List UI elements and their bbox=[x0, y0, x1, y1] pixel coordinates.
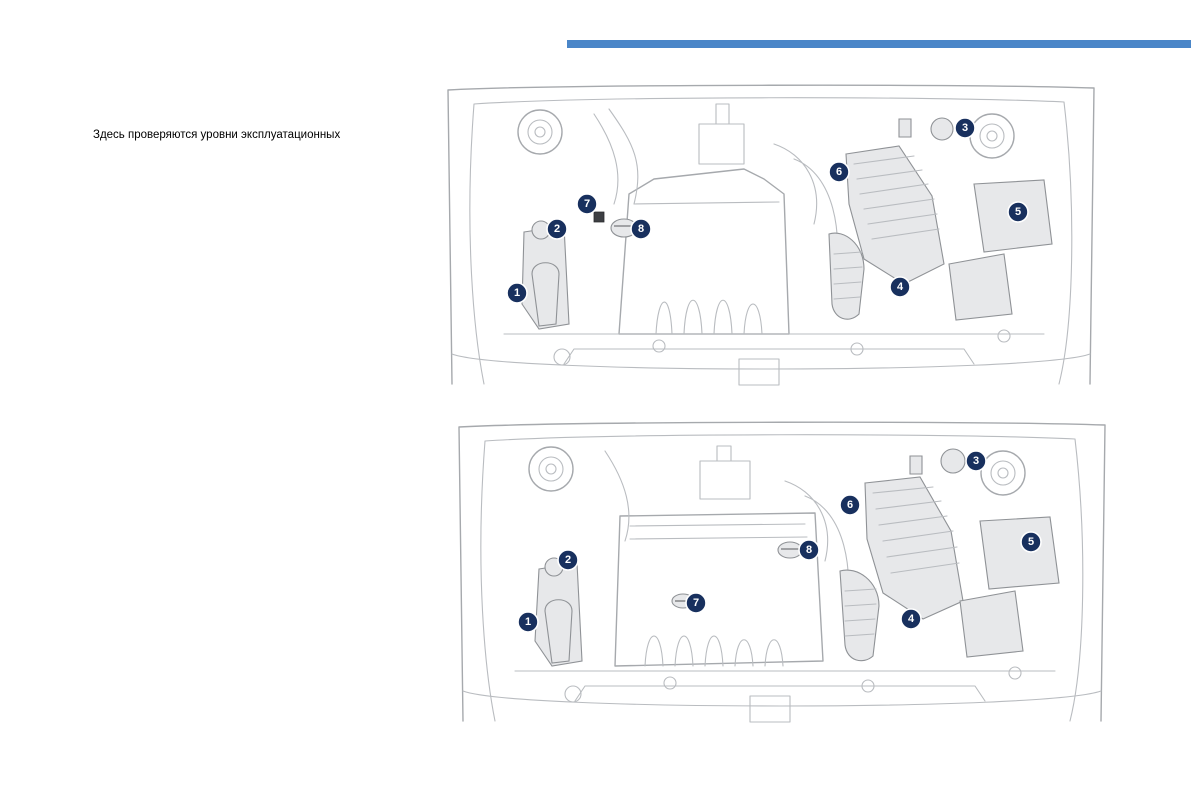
svg-text:7: 7 bbox=[693, 597, 699, 609]
callout-5: 5 bbox=[1007, 201, 1029, 223]
svg-text:3: 3 bbox=[973, 455, 979, 467]
callout-6: 6 bbox=[828, 161, 850, 183]
svg-text:3: 3 bbox=[962, 122, 968, 134]
engine-bay-illustration: 1 2 3 4 5 6 7 8 bbox=[447, 84, 1095, 386]
svg-text:4: 4 bbox=[897, 281, 904, 293]
svg-text:2: 2 bbox=[565, 554, 571, 566]
callout-2: 2 bbox=[546, 218, 568, 240]
svg-text:6: 6 bbox=[836, 166, 842, 178]
svg-text:7: 7 bbox=[584, 198, 590, 210]
svg-text:6: 6 bbox=[847, 499, 853, 511]
svg-text:4: 4 bbox=[908, 613, 915, 625]
callout-4: 4 bbox=[889, 276, 911, 298]
callout-7: 7 bbox=[576, 193, 598, 215]
svg-text:1: 1 bbox=[525, 616, 531, 628]
svg-text:8: 8 bbox=[638, 223, 644, 235]
callout-2: 2 bbox=[557, 549, 579, 571]
engine-bay-diagram-2: 1 2 3 4 5 6 7 8 bbox=[455, 421, 1110, 724]
callout-8: 8 bbox=[798, 539, 820, 561]
callout-4: 4 bbox=[900, 608, 922, 630]
callout-6: 6 bbox=[839, 494, 861, 516]
callout-1: 1 bbox=[517, 611, 539, 633]
callout-3: 3 bbox=[954, 117, 976, 139]
engine-bay-illustration: 1 2 3 4 5 6 7 8 bbox=[458, 421, 1106, 723]
svg-text:8: 8 bbox=[806, 544, 812, 556]
callout-1: 1 bbox=[506, 282, 528, 304]
svg-text:2: 2 bbox=[554, 223, 560, 235]
svg-text:1: 1 bbox=[514, 287, 520, 299]
svg-text:5: 5 bbox=[1028, 536, 1034, 548]
engine-bay-diagram-1: 1 2 3 4 5 6 7 8 bbox=[444, 84, 1099, 387]
callout-5: 5 bbox=[1020, 531, 1042, 553]
svg-text:5: 5 bbox=[1015, 206, 1021, 218]
callout-8: 8 bbox=[630, 218, 652, 240]
header-accent-bar bbox=[567, 40, 1191, 48]
callout-3: 3 bbox=[965, 450, 987, 472]
callout-7: 7 bbox=[685, 592, 707, 614]
intro-text: Здесь проверяются уровни эксплуатационны… bbox=[93, 129, 341, 141]
